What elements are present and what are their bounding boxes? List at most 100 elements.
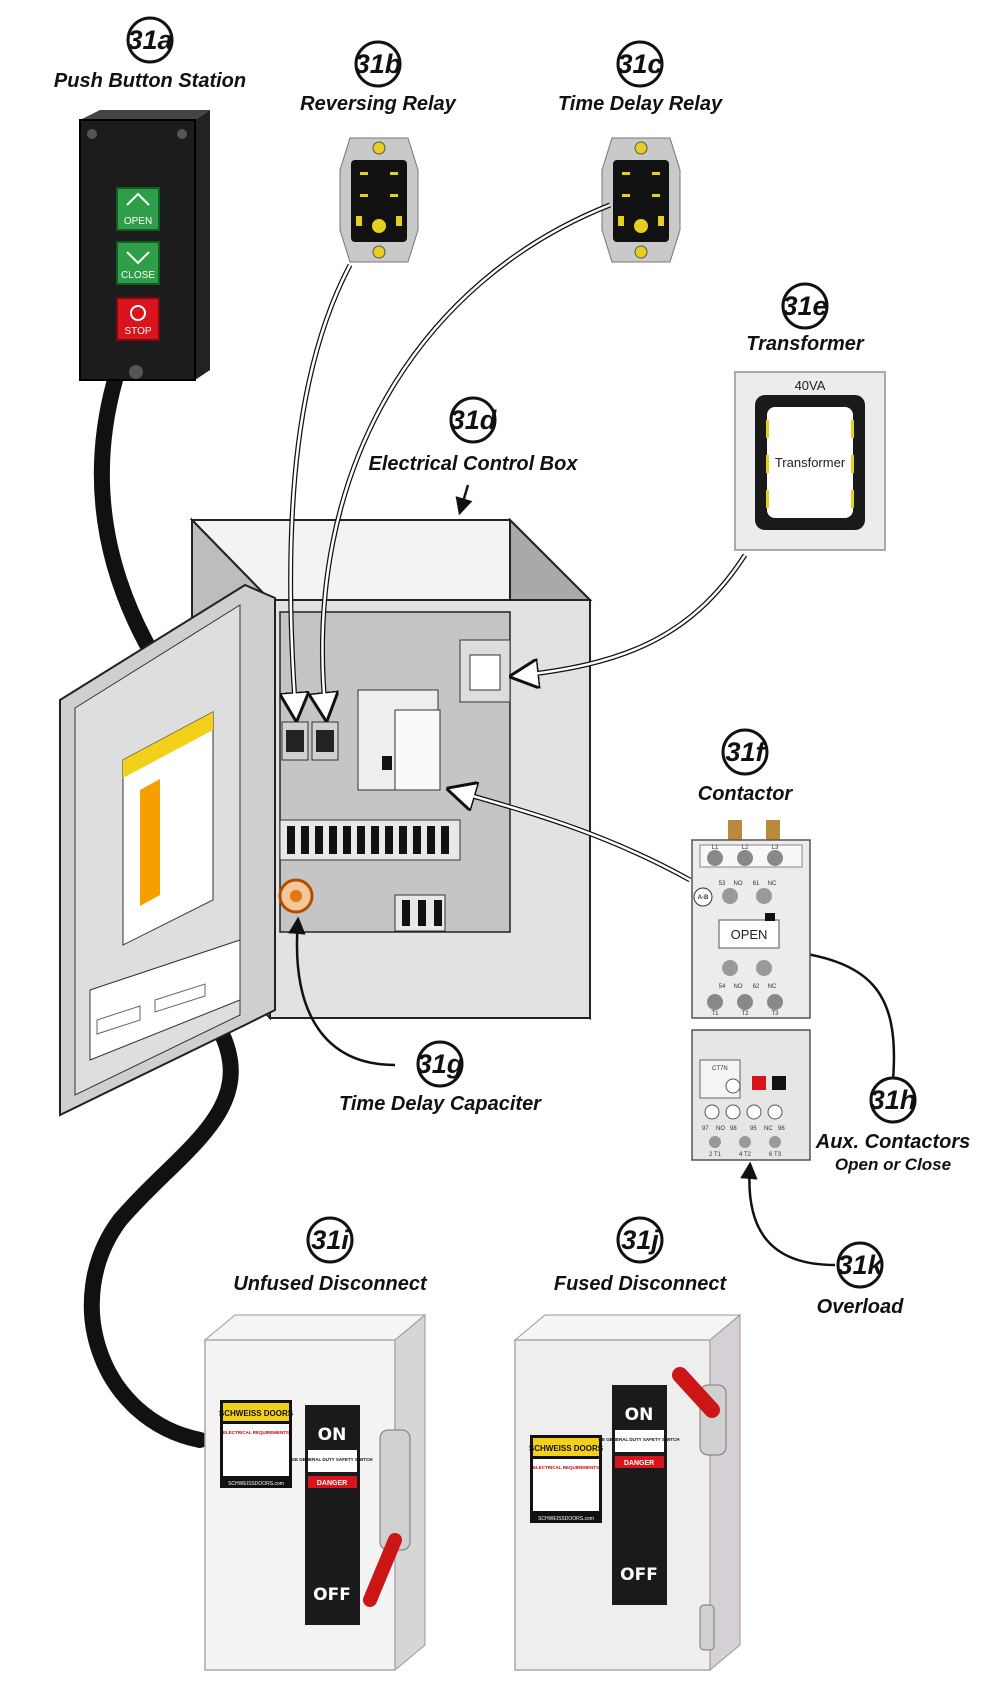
overload-mark-5: NC <box>764 1126 773 1132</box>
callout-31b: 31b Reversing Relay <box>300 40 457 115</box>
contactor: L1 L2 L3 53 NO 61 NC A-B OPEN 54 NO 62 N… <box>691 820 811 1161</box>
open-button[interactable]: OPEN <box>116 187 160 231</box>
close-button-label: CLOSE <box>121 270 155 281</box>
callout-31j-title: Fused Disconnect <box>554 1273 728 1295</box>
terminal-l2: L2 <box>742 845 749 851</box>
callout-31k-title: Overload <box>817 1296 904 1318</box>
aux-top-2: NO <box>734 881 743 887</box>
push-button-station: OPEN CLOSE STOP <box>79 110 210 381</box>
callout-31e-number: 31e <box>782 291 827 321</box>
callout-31k: 31k Overload <box>817 1241 904 1318</box>
reversing-relay-mount <box>281 721 309 761</box>
danger-label-fused: DANGER <box>624 1460 654 1467</box>
arrow-up-icon <box>126 192 150 206</box>
aux-bottom-3: 62 <box>753 984 760 990</box>
aux-bottom-4: NC <box>768 984 777 990</box>
callout-31d: 31d Electrical Control Box <box>369 396 578 516</box>
callout-31a: 31a Push Button Station <box>54 16 246 92</box>
terminal-t2: T2 <box>741 1011 749 1017</box>
off-label-fused: OFF <box>620 1565 658 1585</box>
terminal-l3: L3 <box>772 845 779 851</box>
contactor-status-window: OPEN <box>731 927 768 942</box>
aux-top-4: NC <box>768 881 777 887</box>
overload-mark-6: 96 <box>778 1126 785 1132</box>
overload-output-1: 2 T1 <box>709 1152 722 1158</box>
brand-logo: A-B <box>698 895 709 901</box>
callout-31e: 31e Transformer <box>746 282 865 355</box>
website-label-fused: SCHWEISSDOORS.com <box>538 1516 594 1522</box>
close-button[interactable]: CLOSE <box>116 241 160 285</box>
overload-mark-2: NO <box>716 1126 725 1132</box>
callout-31i-title: Unfused Disconnect <box>233 1273 428 1295</box>
callout-31h-subtitle: Open or Close <box>835 1155 951 1174</box>
stop-button[interactable]: STOP <box>116 297 160 341</box>
unfused-disconnect: SCHWEISS DOORS ELECTRICAL REQUIREMENTS S… <box>203 1313 427 1672</box>
callout-31g: 31g Time Delay Capaciter <box>339 1040 542 1115</box>
terminal-l1: L1 <box>712 845 719 851</box>
callout-31b-number: 31b <box>355 49 402 79</box>
on-label-fused: ON <box>625 1405 654 1425</box>
callout-31g-number: 31g <box>417 1049 464 1079</box>
callout-31a-title: Push Button Station <box>54 70 246 92</box>
requirements-title: ELECTRICAL REQUIREMENTS <box>223 1430 289 1435</box>
overload-mark-3: 98 <box>730 1126 737 1132</box>
control-box-door <box>59 583 276 1117</box>
time-delay-relay-mount <box>311 721 339 761</box>
callout-31i: 31i Unfused Disconnect <box>233 1216 428 1295</box>
transformer-mount <box>459 639 511 703</box>
callout-31b-title: Reversing Relay <box>300 93 457 115</box>
overload-model: CT7N <box>712 1066 728 1072</box>
aux-bottom-2: NO <box>734 984 743 990</box>
callout-31j: 31j Fused Disconnect <box>554 1216 728 1295</box>
callout-31g-title: Time Delay Capaciter <box>339 1093 542 1115</box>
danger-label: DANGER <box>317 1480 347 1487</box>
callout-31i-number: 31i <box>311 1225 349 1255</box>
terminal-strip <box>279 819 461 861</box>
requirements-title-fused: ELECTRICAL REQUIREMENTS <box>533 1465 599 1470</box>
callout-31d-number: 31d <box>450 405 497 435</box>
overload-mark-1: 97 <box>702 1126 709 1132</box>
website-label: SCHWEISSDOORS.com <box>228 1481 284 1487</box>
callout-31f: 31f Contactor <box>698 728 794 805</box>
overload-output-3: 6 T3 <box>769 1152 782 1158</box>
off-label: OFF <box>313 1585 351 1605</box>
warning-label: SCHWEISS DOORS ELECTRICAL REQUIREMENTS S… <box>219 1400 294 1488</box>
terminal-t1: T1 <box>711 1011 719 1017</box>
aux-top-1: 53 <box>719 881 726 887</box>
callout-31e-title: Transformer <box>746 333 865 355</box>
transformer-label: Transformer <box>775 455 846 470</box>
aux-top-3: 61 <box>753 881 760 887</box>
callout-31c-title: Time Delay Relay <box>558 93 723 115</box>
reversing-relay <box>339 137 419 263</box>
capacitor-mount <box>278 878 314 914</box>
open-button-label: OPEN <box>124 216 152 227</box>
brand-label-fused: SCHWEISS DOORS <box>529 1444 604 1453</box>
callout-31j-number: 31j <box>621 1225 659 1255</box>
callout-31f-number: 31f <box>725 737 767 767</box>
warning-label-fused: SCHWEISS DOORS ELECTRICAL REQUIREMENTS S… <box>529 1435 604 1523</box>
overload-output-2: 4 T2 <box>739 1152 752 1158</box>
stop-button-label: STOP <box>124 326 151 337</box>
small-terminal-block <box>394 894 446 932</box>
callout-31h-number: 31h <box>870 1085 917 1115</box>
callout-31f-title: Contactor <box>698 783 794 805</box>
callout-31a-number: 31a <box>127 25 172 55</box>
transformer-rating: 40VA <box>795 378 826 393</box>
transformer: 40VA Transformer <box>734 371 886 551</box>
fused-disconnect: SCHWEISS DOORS ELECTRICAL REQUIREMENTS S… <box>513 1313 742 1672</box>
switch-plate-fused: ON GE GENERAL DUTY SAFETY SWITCH DANGER … <box>598 1385 680 1605</box>
fused-handle[interactable] <box>672 1367 727 1651</box>
overload-mark-4: 95 <box>750 1126 757 1132</box>
callout-31h: 31h Aux. Contactors Open or Close <box>815 1076 970 1174</box>
aux-bottom-1: 54 <box>719 984 726 990</box>
callout-31k-number: 31k <box>837 1250 884 1280</box>
cable-push-button <box>93 372 158 658</box>
switch-plate: ON GE GENERAL DUTY SAFETY SWITCH DANGER … <box>291 1405 373 1625</box>
callout-31h-title: Aux. Contactors <box>815 1131 970 1153</box>
unfused-handle[interactable] <box>363 1429 411 1607</box>
callout-31c-number: 31c <box>617 49 662 79</box>
brand-label: SCHWEISS DOORS <box>219 1409 294 1418</box>
switch-type-label: GE GENERAL DUTY SAFETY SWITCH <box>291 1457 372 1462</box>
contactor-mount <box>357 689 441 791</box>
